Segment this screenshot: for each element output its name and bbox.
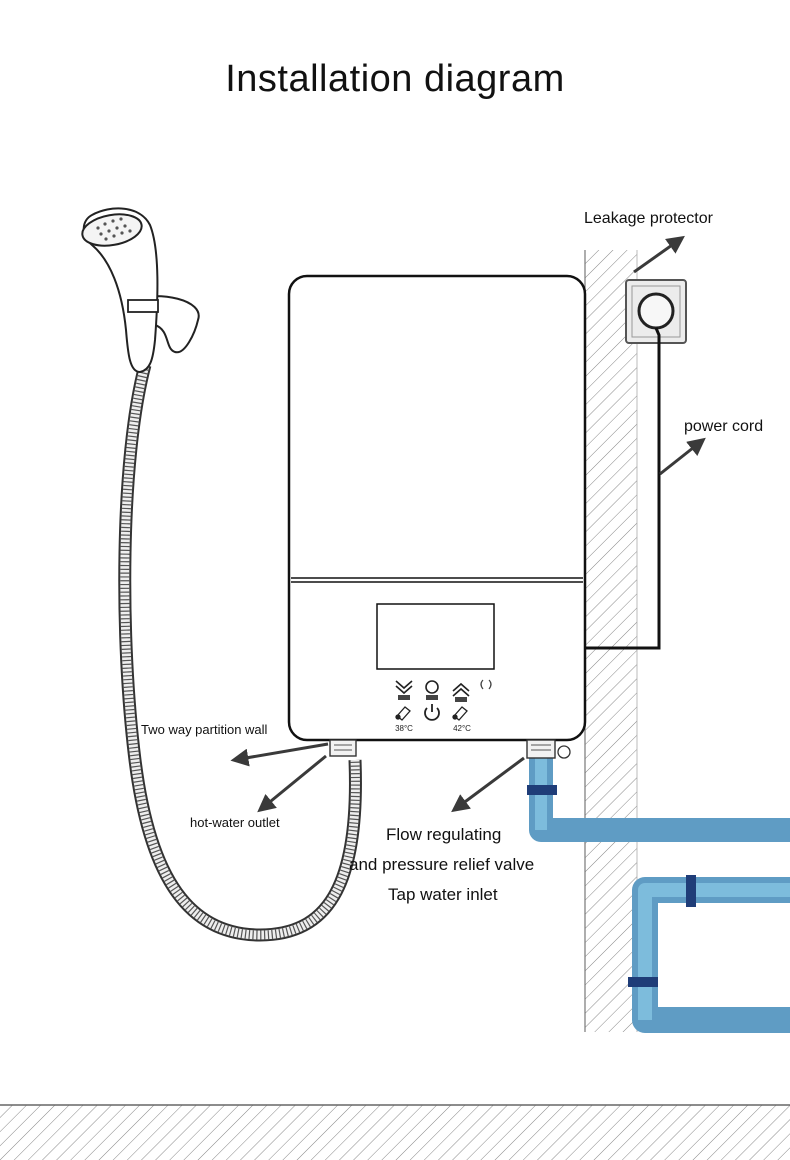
leakage-protector xyxy=(625,279,687,344)
partition-wall-arrow xyxy=(230,742,329,767)
pressure-relief-valve-label: and pressure relief valve xyxy=(349,855,535,874)
water-heater-unit xyxy=(287,274,587,742)
pipe-clamp xyxy=(628,977,658,987)
hot-water-outlet-arrow xyxy=(257,754,327,813)
tap-water-inlet-label: Tap water inlet xyxy=(388,885,498,904)
pipe-clamp xyxy=(686,875,696,907)
annotation-arrows xyxy=(230,235,706,813)
power-icon xyxy=(424,704,440,721)
leakage-protector-label: Leakage protector xyxy=(584,210,713,227)
inlet-valve-arrow xyxy=(451,756,525,813)
thermometer-icon xyxy=(395,706,411,721)
flow-regulating-label: Flow regulating xyxy=(386,825,502,844)
shower-head-icon xyxy=(81,207,200,374)
shower-hose xyxy=(118,363,362,942)
leakage-protector-arrow xyxy=(633,235,685,274)
page-title: Installation diagram xyxy=(225,58,565,100)
water-pipes xyxy=(527,758,790,1033)
control-panel: 38°C 42°C xyxy=(395,679,492,733)
power-cord-label: power cord xyxy=(684,418,764,435)
wifi-icon xyxy=(480,679,492,690)
partition-wall-label: Two way partition wall xyxy=(141,722,268,737)
temperature-down-icon xyxy=(395,680,413,700)
hot-water-outlet-connector xyxy=(329,739,357,757)
power-cord xyxy=(585,327,661,650)
hot-water-outlet-label: hot-water outlet xyxy=(190,815,280,830)
thermometer-icon xyxy=(452,706,468,721)
floor xyxy=(0,1104,790,1160)
temp-low-label: 38°C xyxy=(395,724,413,733)
power-cord-arrow xyxy=(659,437,706,476)
water-inlet-connector xyxy=(526,739,571,759)
wall xyxy=(584,250,638,1032)
pipe-clamp xyxy=(527,785,557,795)
temp-high-label: 42°C xyxy=(453,724,471,733)
temperature-up-icon xyxy=(452,682,470,702)
display-screen xyxy=(376,603,495,670)
mode-icon xyxy=(425,680,439,700)
